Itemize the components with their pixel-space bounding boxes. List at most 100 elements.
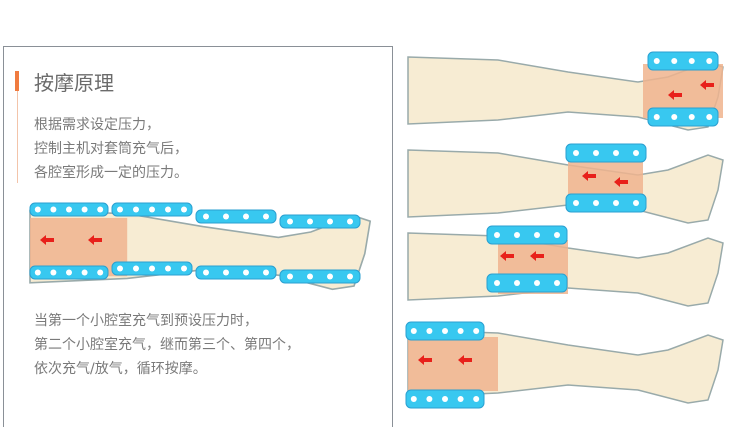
- air-dot: [223, 213, 229, 220]
- air-dot: [688, 114, 695, 120]
- air-dot: [653, 114, 660, 120]
- air-dot: [149, 265, 155, 272]
- air-dot: [706, 114, 713, 120]
- air-cuff: [647, 51, 719, 71]
- air-dot: [426, 396, 433, 402]
- red-arrow-icon: [668, 90, 682, 100]
- air-dot: [514, 280, 520, 286]
- air-dot: [347, 218, 353, 225]
- air-dot: [593, 150, 599, 156]
- air-dot: [410, 396, 417, 402]
- air-dot: [117, 206, 123, 213]
- air-dot: [327, 218, 333, 225]
- air-dot: [457, 396, 464, 402]
- air-dot: [671, 114, 678, 120]
- air-dot: [66, 206, 72, 213]
- air-dot: [287, 273, 293, 280]
- air-cuff: [486, 273, 568, 293]
- air-cuff: [195, 209, 277, 224]
- air-dot: [688, 58, 695, 64]
- air-cuff: [279, 214, 361, 229]
- air-dot: [34, 269, 41, 276]
- air-dot: [133, 265, 139, 272]
- air-dot: [442, 328, 448, 334]
- red-arrow-icon: [40, 235, 54, 245]
- air-dot: [203, 269, 209, 276]
- air-dot: [633, 200, 639, 206]
- intro-line: 根据需求设定压力，: [34, 117, 160, 133]
- step-line: 当第一个小腔室充气到预设压力时，: [34, 313, 258, 329]
- air-dot: [613, 200, 619, 206]
- air-dot: [347, 273, 353, 280]
- intro-line: 各腔室形成一定的压力。: [34, 165, 188, 181]
- air-dot: [66, 269, 72, 276]
- intro-text: 根据需求设定压力， 控制主机对套筒充气后， 各腔室形成一定的压力。: [34, 113, 188, 185]
- air-dot: [243, 269, 249, 276]
- red-arrow-icon: [530, 251, 544, 261]
- leg-illustrations: [29, 51, 724, 409]
- air-cuff: [486, 225, 568, 245]
- air-dot: [327, 273, 333, 280]
- air-dot: [442, 396, 448, 402]
- air-dot: [223, 269, 229, 276]
- air-dot: [473, 328, 480, 334]
- air-dot: [573, 200, 579, 206]
- air-dot: [263, 269, 269, 276]
- air-dot: [534, 232, 540, 238]
- air-cuff: [565, 143, 647, 163]
- leg-outline: [407, 149, 724, 224]
- air-dot: [307, 218, 313, 225]
- air-dot: [671, 58, 678, 64]
- air-dot: [457, 328, 464, 334]
- air-cuff: [647, 107, 719, 127]
- air-dot: [307, 273, 313, 280]
- principle-panel: 按摩原理 根据需求设定压力， 控制主机对套筒充气后， 各腔室形成一定的压力。 当…: [3, 46, 393, 427]
- air-dot: [165, 265, 171, 272]
- air-dot: [473, 396, 480, 402]
- air-dot: [133, 206, 139, 213]
- air-dot: [149, 206, 155, 213]
- air-dot: [613, 150, 619, 156]
- accent-line: [17, 91, 18, 183]
- red-arrow-icon: [88, 235, 102, 245]
- red-arrow-icon: [500, 251, 514, 261]
- air-dot: [514, 232, 520, 238]
- air-dot: [653, 58, 660, 64]
- air-dot: [593, 200, 599, 206]
- title-accent-bar: [15, 71, 19, 91]
- leg: [407, 232, 724, 307]
- air-dot: [426, 328, 433, 334]
- pressure-zone: [408, 337, 498, 391]
- air-dot: [706, 58, 713, 64]
- air-dot: [534, 280, 540, 286]
- air-dot: [554, 232, 560, 238]
- air-dot: [573, 150, 579, 156]
- section-title: 按摩原理: [34, 71, 114, 95]
- air-dot: [50, 206, 57, 213]
- red-arrow-icon: [582, 171, 596, 181]
- air-dot: [203, 213, 209, 220]
- leg: [407, 149, 724, 224]
- air-dot: [117, 265, 123, 272]
- air-dot: [263, 213, 269, 220]
- air-dot: [50, 269, 57, 276]
- air-dot: [81, 206, 88, 213]
- air-dot: [494, 280, 500, 286]
- air-dot: [181, 265, 187, 272]
- air-dot: [287, 218, 293, 225]
- air-dot: [181, 206, 187, 213]
- intro-line: 控制主机对套筒充气后，: [34, 141, 188, 157]
- air-cuff: [195, 265, 277, 280]
- air-cuff: [279, 269, 361, 284]
- air-cuff: [565, 193, 647, 213]
- air-dot: [554, 280, 560, 286]
- air-dot: [97, 269, 104, 276]
- air-dot: [34, 206, 41, 213]
- air-dot: [410, 328, 417, 334]
- red-arrow-icon: [700, 80, 714, 90]
- red-arrow-icon: [418, 355, 432, 365]
- air-dot: [494, 232, 500, 238]
- air-dot: [97, 206, 104, 213]
- steps-text: 当第一个小腔室充气到预设压力时， 第二个小腔室充气，继而第三个、第四个， 依次充…: [34, 309, 300, 381]
- red-arrow-icon: [458, 355, 472, 365]
